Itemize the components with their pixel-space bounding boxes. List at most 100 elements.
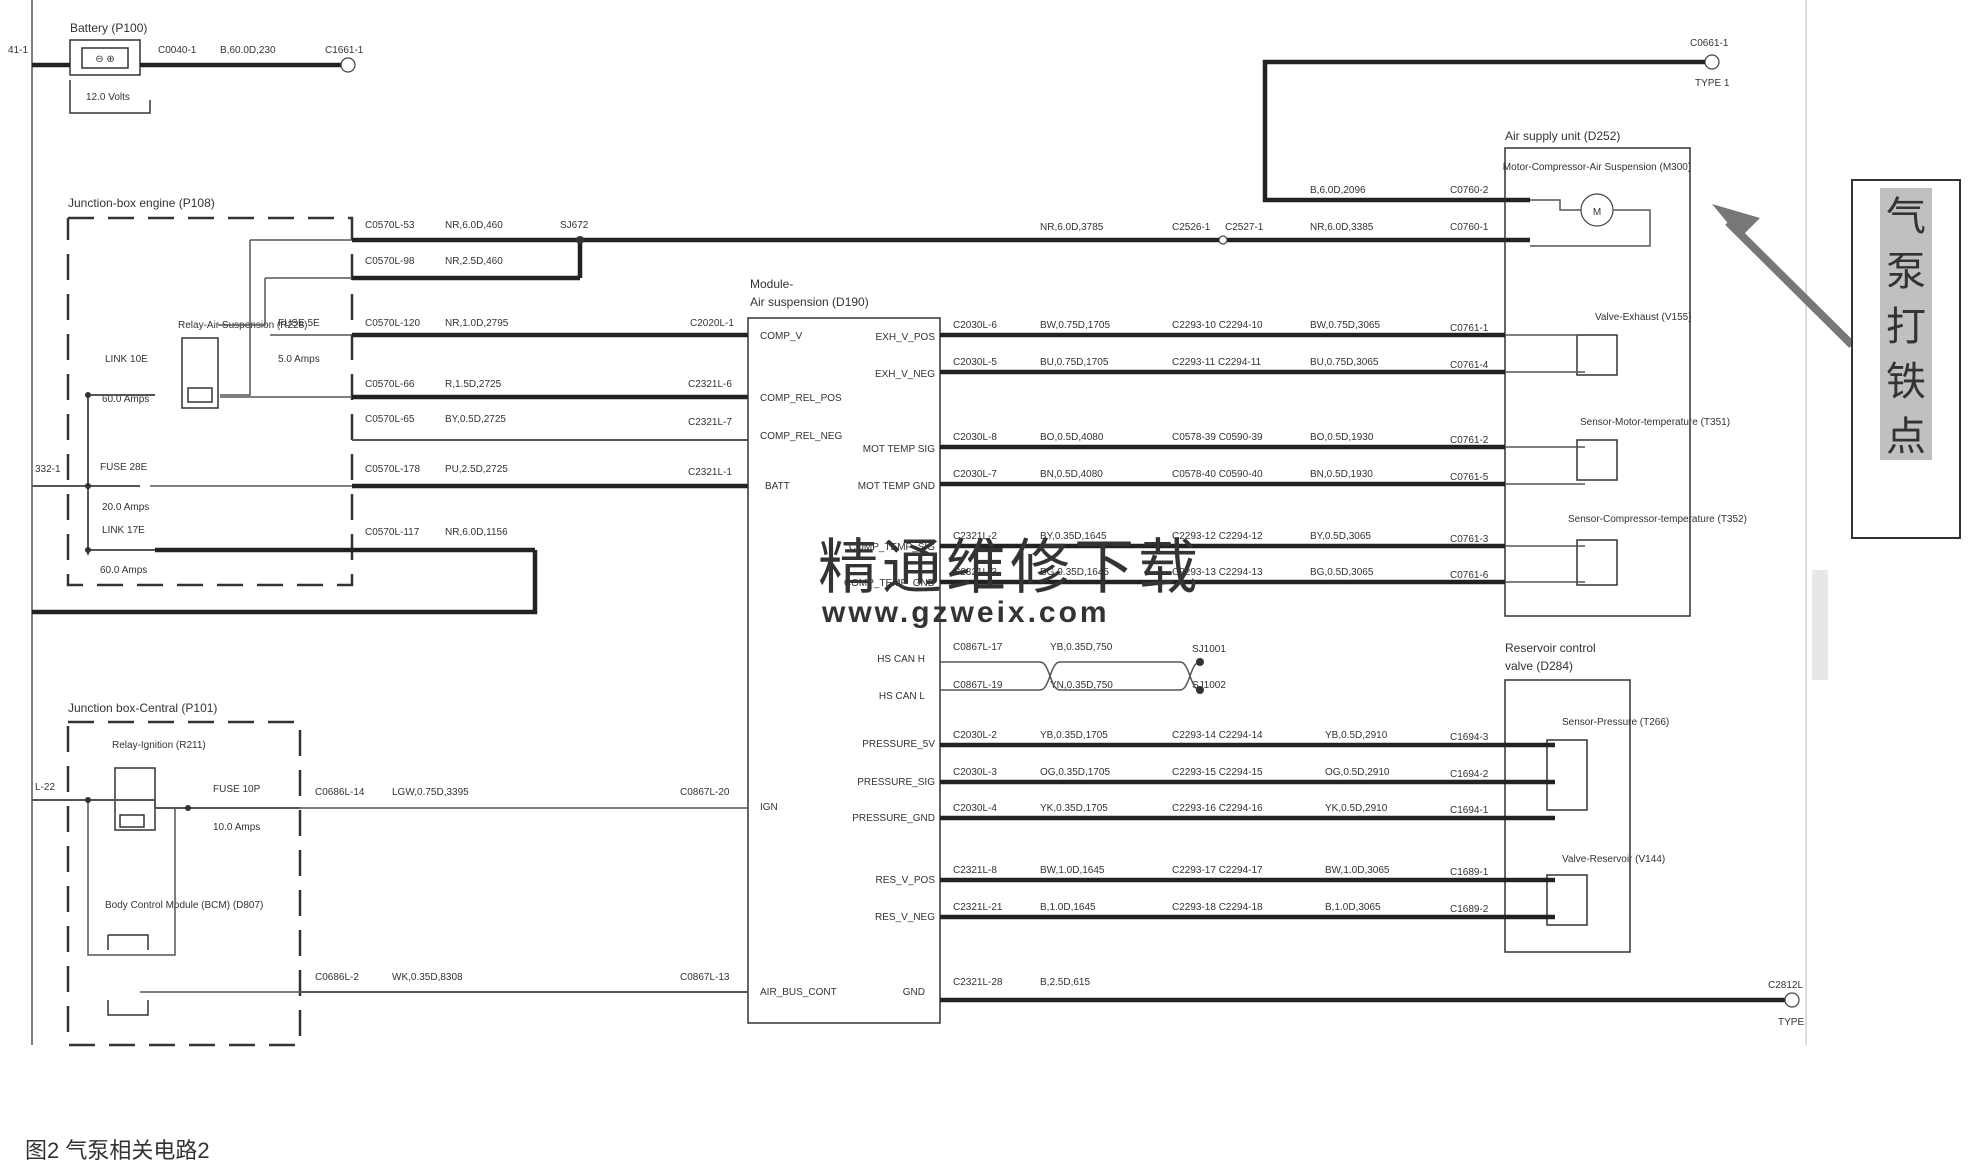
wire-code: YB,0.35D,1705 xyxy=(1040,730,1108,741)
wire-conn: C0570L-66 xyxy=(365,379,415,390)
annotation-char: 打 xyxy=(1886,305,1926,349)
jbe-fuse5-amps: 5.0 Amps xyxy=(278,354,320,365)
wire-conn: C2030L-5 xyxy=(953,357,997,368)
motor-label: Motor-Compressor-Air Suspension (M300) xyxy=(1503,162,1691,173)
wire-conn: C1689-1 xyxy=(1450,867,1489,878)
wire-conn: C2030L-6 xyxy=(953,320,997,331)
scroll-mark xyxy=(1812,570,1828,680)
wire-conn: C2030L-3 xyxy=(953,767,997,778)
annotation-char: 泵 xyxy=(1886,250,1926,294)
wire-code: YB,0.5D,2910 xyxy=(1325,730,1388,741)
wire-code: BW,1.0D,3065 xyxy=(1325,865,1390,876)
splice-label: C2293-16 C2294-16 xyxy=(1172,803,1263,814)
jbc-fuse10-amps: 10.0 Amps xyxy=(213,822,260,833)
battery-volts: 12.0 Volts xyxy=(86,92,130,103)
splice-label: C2526-1 xyxy=(1172,222,1211,233)
wire-conn: C0686L-2 xyxy=(315,972,359,983)
arrow-head-icon xyxy=(1712,204,1760,238)
battery-title: Battery (P100) xyxy=(70,21,147,35)
jbe-link10-amps: 60.0 Amps xyxy=(102,394,149,405)
module-pin: HS CAN L xyxy=(879,691,926,702)
wire-code: BN,0.5D,1930 xyxy=(1310,469,1373,480)
annotation-char: 点 xyxy=(1886,415,1926,459)
module-title-1: Module- xyxy=(750,277,793,291)
jbe-left-pin: 332-1 xyxy=(35,464,61,475)
junction-box-engine: Junction-box engine (P108) Relay-Air Sus… xyxy=(32,196,354,587)
battery-end-connector: C1661-1 xyxy=(325,45,364,56)
wire-conn: C2030L-7 xyxy=(953,469,997,480)
jbc-border xyxy=(66,720,302,1047)
wire-conn: C2030L-8 xyxy=(953,432,997,443)
battery-connector: C0040-1 xyxy=(158,45,197,56)
wire-conn: C0761-2 xyxy=(1450,435,1489,446)
wire-code: BN,0.5D,4080 xyxy=(1040,469,1103,480)
wire-code: B,6.0D,2096 xyxy=(1310,185,1366,196)
jbc-relay-label: Relay-Ignition (R211) xyxy=(112,740,206,751)
module-pin: RES_V_POS xyxy=(876,875,936,886)
right-wires: C2030L-6 BW,0.75D,1705 C2293-10 C2294-10… xyxy=(940,320,1585,585)
wire-code: BW,0.75D,3065 xyxy=(1310,320,1380,331)
wire-code: BU,0.75D,1705 xyxy=(1040,357,1109,368)
wire-code: LGW,0.75D,3395 xyxy=(392,787,469,798)
wire-conn: C2030L-2 xyxy=(953,730,997,741)
sensor-motor-label: Sensor-Motor-temperature (T351) xyxy=(1580,417,1730,428)
reservoir-wires: C2030L-2 YB,0.35D,1705 C2293-14 C2294-14… xyxy=(940,730,1555,920)
wire-conn: C0686L-14 xyxy=(315,787,365,798)
module-pin: COMP_V xyxy=(760,331,803,342)
wire-conn: C0570L-120 xyxy=(365,318,420,329)
svg-text:⊖ ⊕: ⊖ ⊕ xyxy=(95,54,115,65)
wire-end: C2020L-1 xyxy=(690,318,734,329)
wire-conn: C2321L-28 xyxy=(953,977,1003,988)
figure-caption: 图2 气泵相关电路2 xyxy=(25,1138,210,1163)
battery: Battery (P100) 41-1 ⊖ ⊕ 12.0 Volts C0040… xyxy=(8,21,364,114)
splice-label: C2293-11 C2294-11 xyxy=(1172,357,1262,368)
module-pin: HS CAN H xyxy=(877,654,925,665)
wire-code: YB,0.35D,750 xyxy=(1050,642,1113,653)
wire-conn: C0570L-117 xyxy=(365,527,420,538)
module-pin: EXH_V_NEG xyxy=(875,369,935,380)
module-pin: MOT TEMP SIG xyxy=(863,444,935,455)
wire-code: OG,0.5D,2910 xyxy=(1325,767,1390,778)
jbe-fuse28-amps: 20.0 Amps xyxy=(102,502,149,513)
reservoir-valve-label: Valve-Reservoir (V144) xyxy=(1562,854,1665,865)
wire-code: YK,0.35D,1705 xyxy=(1040,803,1108,814)
wire-conn: C2321L-8 xyxy=(953,865,997,876)
top-ground: C0661-1 TYPE 1 xyxy=(1262,38,1730,203)
reservoir-valve: Reservoir control valve (D284) Sensor-Pr… xyxy=(1504,641,1669,953)
ground-icon xyxy=(340,57,356,73)
pressure-sensor-label: Sensor-Pressure (T266) xyxy=(1562,717,1669,728)
exhaust-valve-icon xyxy=(1576,334,1618,376)
air-suspension-module: Module- Air suspension (D190) COMP_V COM… xyxy=(747,277,941,1024)
ground-type: TYPE xyxy=(1778,1017,1804,1028)
valve-icon xyxy=(1546,874,1588,926)
wire-conn: C0570L-53 xyxy=(365,220,415,231)
gnd-wire: C2321L-28 B,2.5D,615 C2812L TYPE xyxy=(940,977,1804,1028)
wire-conn: C0761-3 xyxy=(1450,534,1489,545)
wire-end: C0867L-13 xyxy=(680,972,730,983)
wire-code: WK,0.35D,8308 xyxy=(392,972,463,983)
splice-label: C0578-39 C0590-39 xyxy=(1172,432,1263,443)
jbc-title: Junction box-Central (P101) xyxy=(68,701,217,715)
splice-label: SJ1002 xyxy=(1192,680,1226,691)
wire-code: B,1.0D,1645 xyxy=(1040,902,1096,913)
wire-end: C2321L-1 xyxy=(688,467,732,478)
air-supply-title: Air supply unit (D252) xyxy=(1505,129,1620,143)
wire-code: NR,6.0D,3385 xyxy=(1310,222,1374,233)
junction-box-central: Junction box-Central (P101) Relay-Igniti… xyxy=(32,701,302,1047)
jbe-border xyxy=(66,216,354,587)
wire-code: YK,0.5D,2910 xyxy=(1325,803,1388,814)
wire-end: C2321L-7 xyxy=(688,417,732,428)
wire-code: PU,2.5D,2725 xyxy=(445,464,508,475)
wire-conn: C0760-1 xyxy=(1450,222,1489,233)
splice-label: C2293-15 C2294-15 xyxy=(1172,767,1263,778)
air-supply-unit: Air supply unit (D252) Motor-Compressor-… xyxy=(1040,129,1747,617)
bcm-label: Body Control Module (BCM) (D807) xyxy=(105,900,263,911)
wire-conn: C0761-1 xyxy=(1450,323,1489,334)
splice-label: SJ672 xyxy=(560,220,589,231)
relay-icon xyxy=(181,337,219,409)
sensor-icon xyxy=(1576,439,1618,481)
jbe-wires: C0570L-53 NR,6.0D,460 SJ672 C0570L-98 NR… xyxy=(32,220,1530,615)
module-pin: EXH_V_POS xyxy=(876,332,936,343)
top-ground-type: TYPE 1 xyxy=(1695,78,1730,89)
module-title-2: Air suspension (D190) xyxy=(750,295,869,309)
